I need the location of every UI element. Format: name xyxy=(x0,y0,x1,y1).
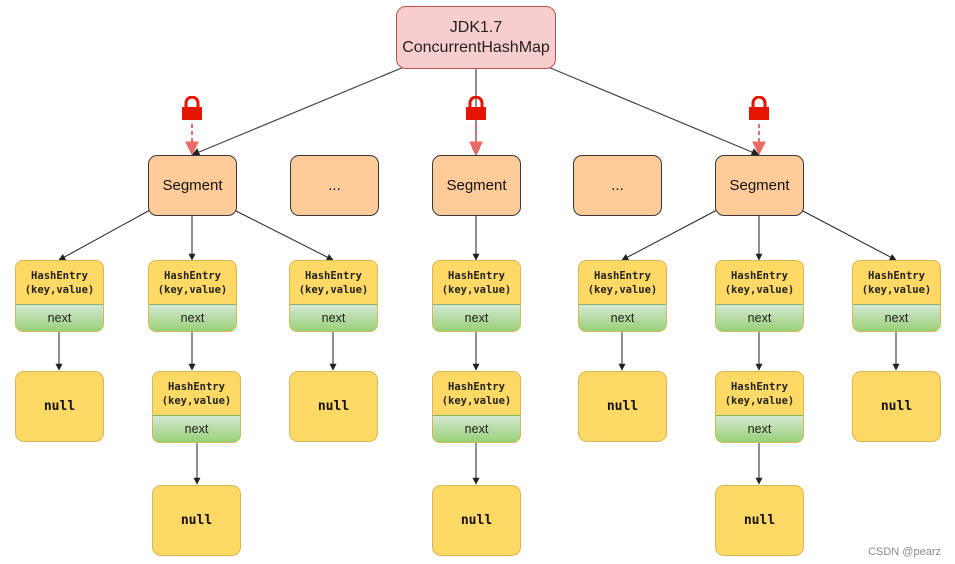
hash-entry-kv: (key,value) xyxy=(161,394,232,407)
segment-label: Segment xyxy=(729,177,790,194)
segment-ellipsis-node: ... xyxy=(573,155,662,216)
hash-entry-title: HashEntry xyxy=(448,269,505,282)
hash-entry-kv: (key,value) xyxy=(724,394,795,407)
next-pointer: next xyxy=(290,304,377,331)
segment-label: Segment xyxy=(162,177,223,194)
hash-entry-title: HashEntry xyxy=(305,269,362,282)
next-pointer: next xyxy=(16,304,103,331)
root-title-line2: ConcurrentHashMap xyxy=(402,38,550,56)
null-node: null xyxy=(152,485,241,556)
hash-entry-header: HashEntry(key,value) xyxy=(433,261,520,304)
hash-entry-header: HashEntry(key,value) xyxy=(716,372,803,415)
segment-node: Segment xyxy=(432,155,521,216)
next-pointer: next xyxy=(716,415,803,442)
null-label: null xyxy=(180,513,213,528)
hash-entry-header: HashEntry(key,value) xyxy=(853,261,940,304)
hash-entry-header: HashEntry(key,value) xyxy=(433,372,520,415)
null-node: null xyxy=(15,371,104,442)
null-label: null xyxy=(880,399,913,414)
hash-entry-title: HashEntry xyxy=(868,269,925,282)
hash-entry-node: HashEntry(key,value) next xyxy=(432,371,521,443)
hash-entry-node: HashEntry(key,value) next xyxy=(578,260,667,332)
hash-entry-node: HashEntry(key,value) next xyxy=(148,260,237,332)
root-title-line1: JDK1.7 xyxy=(449,18,503,36)
next-pointer: next xyxy=(433,415,520,442)
hash-entry-header: HashEntry(key,value) xyxy=(579,261,666,304)
hash-entry-kv: (key,value) xyxy=(24,283,95,296)
null-label: null xyxy=(43,399,76,414)
segment-ellipsis-node: ... xyxy=(290,155,379,216)
null-label: null xyxy=(317,399,350,414)
hash-entry-title: HashEntry xyxy=(448,380,505,393)
hash-entry-kv: (key,value) xyxy=(441,283,512,296)
hash-entry-kv: (key,value) xyxy=(441,394,512,407)
padlock-icon xyxy=(466,96,486,120)
next-pointer: next xyxy=(853,304,940,331)
hash-entry-title: HashEntry xyxy=(31,269,88,282)
next-pointer: next xyxy=(716,304,803,331)
null-label: null xyxy=(606,399,639,414)
hash-entry-kv: (key,value) xyxy=(157,283,228,296)
null-node: null xyxy=(852,371,941,442)
hash-entry-node: HashEntry(key,value) next xyxy=(152,371,241,443)
hash-entry-title: HashEntry xyxy=(731,269,788,282)
segment-label: Segment xyxy=(446,177,507,194)
hash-entry-title: HashEntry xyxy=(731,380,788,393)
root-node-concurrenthashmap: JDK1.7 ConcurrentHashMap xyxy=(396,6,556,69)
segment-node: Segment xyxy=(715,155,804,216)
hash-entry-header: HashEntry(key,value) xyxy=(16,261,103,304)
next-pointer: next xyxy=(579,304,666,331)
watermark: CSDN @pearz xyxy=(868,546,941,558)
null-label: null xyxy=(743,513,776,528)
hash-entry-kv: (key,value) xyxy=(724,283,795,296)
hash-entry-header: HashEntry(key,value) xyxy=(149,261,236,304)
segment-node: Segment xyxy=(148,155,237,216)
hash-entry-kv: (key,value) xyxy=(298,283,369,296)
hash-entry-title: HashEntry xyxy=(168,380,225,393)
hash-entry-kv: (key,value) xyxy=(861,283,932,296)
hash-entry-node: HashEntry(key,value) next xyxy=(432,260,521,332)
padlock-icon xyxy=(182,96,202,120)
hash-entry-node: HashEntry(key,value) next xyxy=(715,260,804,332)
ellipsis-label: ... xyxy=(611,177,624,194)
null-node: null xyxy=(578,371,667,442)
hash-entry-title: HashEntry xyxy=(164,269,221,282)
hash-entry-header: HashEntry(key,value) xyxy=(153,372,240,415)
hash-entry-header: HashEntry(key,value) xyxy=(716,261,803,304)
hash-entry-node: HashEntry(key,value) next xyxy=(289,260,378,332)
null-node: null xyxy=(289,371,378,442)
hash-entry-header: HashEntry(key,value) xyxy=(290,261,377,304)
ellipsis-label: ... xyxy=(328,177,341,194)
hash-entry-title: HashEntry xyxy=(594,269,651,282)
hash-entry-node: HashEntry(key,value) next xyxy=(852,260,941,332)
next-pointer: next xyxy=(433,304,520,331)
padlock-icon xyxy=(749,96,769,120)
hash-entry-kv: (key,value) xyxy=(587,283,658,296)
null-node: null xyxy=(432,485,521,556)
next-pointer: next xyxy=(149,304,236,331)
null-node: null xyxy=(715,485,804,556)
next-pointer: next xyxy=(153,415,240,442)
null-label: null xyxy=(460,513,493,528)
hash-entry-node: HashEntry(key,value) next xyxy=(15,260,104,332)
hash-entry-node: HashEntry(key,value) next xyxy=(715,371,804,443)
